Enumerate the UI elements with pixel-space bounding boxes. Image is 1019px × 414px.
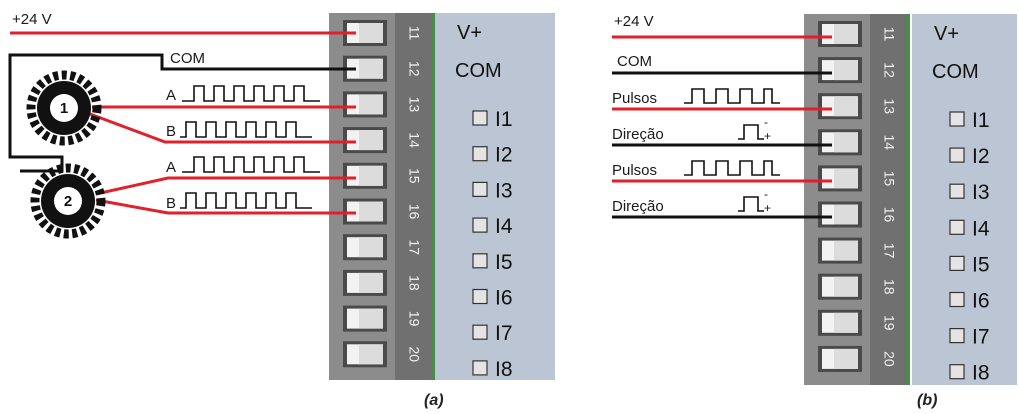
input-led-i5-b [949,255,965,271]
input-led-i2-b [949,147,965,163]
terminal-number-13-b: 13 [881,98,897,114]
terminal-number-15-b: 15 [881,171,897,187]
terminal-number-19-b: 19 [881,315,897,331]
terminal-number-12-b: 12 [881,62,897,78]
terminal-number-20-b: 20 [881,351,897,367]
terminal-number-20-a: 20 [406,347,422,363]
input-led-i2-a [472,146,488,162]
terminal-number-18-b: 18 [881,279,897,295]
terminal-number-16-b: 16 [881,207,897,223]
input-led-i4-b [949,219,965,235]
pulse-train-2 [684,160,780,176]
input-label-i1-b: I1 [972,109,990,132]
dir2-plus: + [764,201,771,215]
terminal-number-11-b: 11 [881,27,897,42]
terminal-number-11-a: 11 [406,26,422,41]
panel-b: +24 V COM Pulsos Direção Pulsos Direção … [612,13,937,409]
enc2-wire-b [95,198,356,215]
enc2-a-label: A [166,159,176,176]
input-label-i2-b: I2 [972,145,990,168]
panel-a: +24 V COM A B A B 1 2 [8,11,444,409]
terminal-number-13-a: 13 [406,97,422,113]
direction-step-1 [738,124,764,140]
caption-a: (a) [424,392,444,409]
input-led-i7-b [949,328,965,344]
pulse-label-1: Pulsos [612,90,657,107]
pulse-train-enc1-b [180,121,312,138]
supply-label-a: +24 V [12,11,52,28]
enc1-wire-b [89,112,356,144]
input-led-i1-a [472,110,488,126]
number-strip-a [395,13,431,380]
input-led-i5-a [472,253,488,269]
input-module-a: 11 12 13 14 15 16 17 18 19 20 V+ COM I1I2I3I4I5I6I7I… [329,13,555,381]
pulse-train-1 [684,88,780,104]
direction-step-2 [738,196,764,212]
input-led-i3-b [949,183,965,199]
input-label-i6-a: I6 [495,287,513,310]
pulse-train-enc2-b [180,192,312,209]
input-led-i7-a [472,324,488,340]
enc1-b-label: B [166,123,176,140]
com-label-a: COM [170,50,205,67]
terminal-number-17-a: 17 [406,239,422,255]
input-label-i8-b: I8 [972,362,990,385]
module-face-b [912,14,1017,385]
input-label-i2-a: I2 [495,144,513,167]
terminal-number-19-a: 19 [406,311,422,327]
terminal-number-18-a: 18 [406,275,422,291]
input-label-i3-b: I3 [972,181,990,204]
pulse-label-2: Pulsos [612,162,657,179]
input-led-i8-a [472,360,488,376]
module-com-label-a: COM [455,60,502,82]
input-led-i8-b [949,364,965,380]
input-label-i6-b: I6 [972,290,990,313]
encoder-1-icon: 1 [26,70,102,146]
terminal-number-17-b: 17 [881,243,897,259]
input-label-i5-a: I5 [495,251,513,274]
input-label-i4-a: I4 [495,215,513,238]
com-label-b: COM [617,53,652,70]
enc2-wire-a [95,176,356,196]
pulse-train-enc2-a [182,156,320,173]
input-led-i4-a [472,217,488,233]
terminal-number-14-b: 14 [881,135,897,151]
encoder-2-number: 2 [64,193,72,210]
enc1-a-label: A [166,87,176,104]
direction-label-2: Direção [612,198,664,215]
encoder-1-number: 1 [60,100,68,117]
input-label-i7-a: I7 [495,322,513,345]
vplus-label-b: V+ [934,23,959,45]
encoder-2-icon: 2 [30,163,106,239]
number-strip-b [870,14,906,385]
dir1-plus: + [764,129,771,143]
terminal-number-15-a: 15 [406,168,422,184]
module-face-a [435,13,555,380]
input-module-b: 11 12 13 14 15 16 17 18 19 20 V+ COM I1I2I3I4I5I6I7I… [804,14,1017,385]
input-label-i1-a: I1 [495,108,513,131]
caption-b: (b) [917,392,937,409]
pulse-train-enc1-a [182,85,320,102]
input-led-i6-b [949,291,965,308]
enc2-b-label: B [166,195,176,212]
vplus-label-a: V+ [457,22,482,44]
dir1-minus: - [764,115,768,129]
module-com-label-b: COM [932,61,979,83]
input-label-i4-b: I4 [972,217,990,240]
input-led-i3-a [472,181,488,197]
input-label-i7-b: I7 [972,326,990,349]
terminal-number-14-a: 14 [406,132,422,148]
terminal-number-12-a: 12 [406,61,422,77]
terminal-number-16-a: 16 [406,204,422,220]
input-label-i3-a: I3 [495,179,513,202]
input-label-i5-b: I5 [972,253,990,276]
input-led-i6-a [472,288,488,305]
input-label-i8-a: I8 [495,358,513,381]
input-led-i1-b [949,111,965,127]
direction-label-1: Direção [612,126,664,143]
dir2-minus: - [764,187,768,201]
supply-label-b: +24 V [614,13,654,30]
